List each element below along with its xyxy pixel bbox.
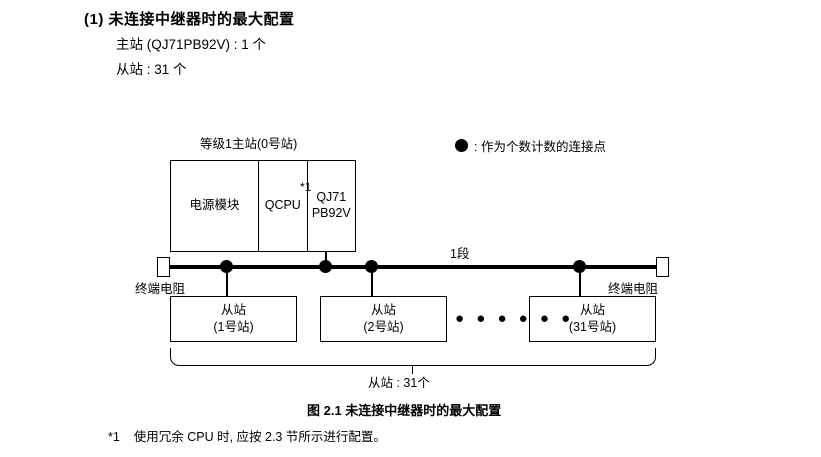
footnote-text: 使用冗余 CPU 时, 应按 2.3 节所示进行配置。 xyxy=(133,430,386,444)
connection-point-dot-4 xyxy=(573,260,586,273)
bus-line xyxy=(170,265,656,269)
footnote: *1 使用冗余 CPU 时, 应按 2.3 节所示进行配置。 xyxy=(108,426,386,445)
spec-line-slave: 从站 : 31 个 xyxy=(116,62,187,77)
figure-caption: 图 2.1 未连接中继器时的最大配置 xyxy=(307,403,502,418)
rack-network-line2: PB92V xyxy=(311,206,351,220)
ellipsis-dots: ● ● ● ● ● ● xyxy=(455,310,575,327)
page-title: (1) 未连接中继器时的最大配置 xyxy=(84,8,295,29)
legend-label: : 作为个数计数的连接点 xyxy=(474,140,606,154)
slave-subtitle: (2号站) xyxy=(363,320,404,334)
slave-station-2: 从站 (2号站) xyxy=(320,296,447,342)
connection-point-dot-2 xyxy=(319,260,332,273)
slave-station-31: 从站 (31号站) xyxy=(529,296,656,342)
slave-title: 从站 xyxy=(220,303,246,318)
filled-circle-icon xyxy=(455,139,468,152)
segment-label: 1段 xyxy=(450,247,470,261)
slave-count-brace-stem xyxy=(412,366,414,374)
slave-drop-line-3 xyxy=(579,268,581,296)
rack-footnote-marker: *1 xyxy=(300,180,312,194)
rack-power-module: 电源模块 xyxy=(189,198,240,213)
terminator-left-label: 终端电阻 xyxy=(135,282,186,296)
connection-point-dot-1 xyxy=(220,260,233,273)
connection-point-dot-3 xyxy=(365,260,378,273)
slave-count-brace xyxy=(170,348,656,366)
heading-text: 未连接中继器时的最大配置 xyxy=(108,11,295,28)
rack-network-module: QJ71 PB92V xyxy=(306,161,355,251)
slave-subtitle: (31号站) xyxy=(568,320,617,334)
slave-title: 从站 xyxy=(579,303,605,318)
footnote-marker: *1 xyxy=(108,430,120,444)
slave-title: 从站 xyxy=(370,303,396,318)
slave-station-1: 从站 (1号站) xyxy=(170,296,297,342)
slave-subtitle: (1号站) xyxy=(213,320,254,334)
terminator-right-block xyxy=(656,257,669,277)
terminator-right-label: 终端电阻 xyxy=(608,282,659,296)
legend: : 作为个数计数的连接点 xyxy=(455,136,606,155)
spec-line-master: 主站 (QJ71PB92V) : 1 个 xyxy=(116,37,267,52)
slave-count-label: 从站 : 31个 xyxy=(368,376,430,390)
rack-cpu-module: QCPU xyxy=(258,161,306,251)
master-station-label: 等级1主站(0号站) xyxy=(200,137,298,151)
slave-drop-line-2 xyxy=(371,268,373,296)
master-rack: 电源模块 QCPU QJ71 PB92V xyxy=(170,160,356,252)
slave-drop-line-1 xyxy=(226,268,228,296)
rack-network-line1: QJ71 xyxy=(316,190,347,205)
terminator-left-block xyxy=(157,257,170,277)
heading-number: (1) xyxy=(84,11,104,28)
